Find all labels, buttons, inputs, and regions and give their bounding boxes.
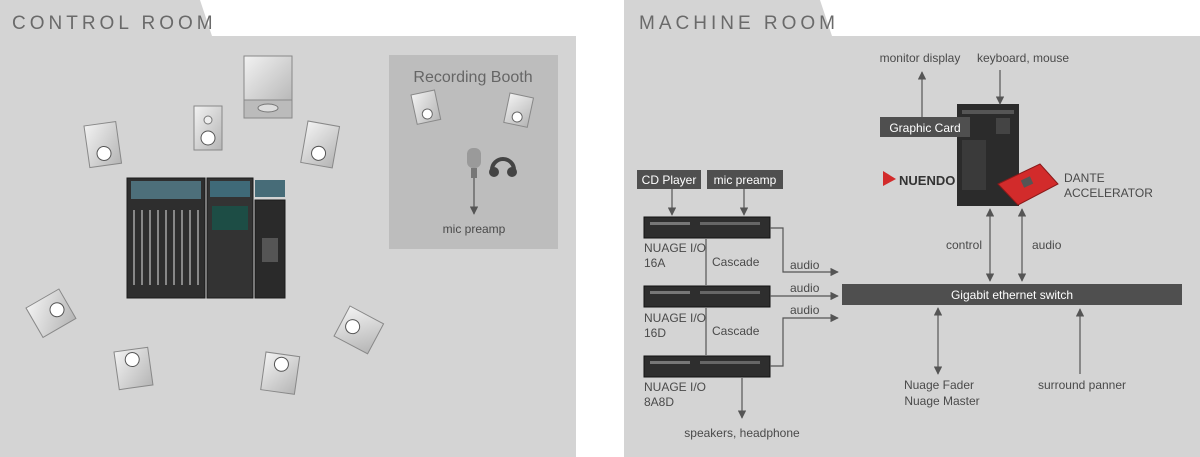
io-unit-16d [643,285,771,308]
booth-speaker-icon [503,92,535,128]
svg-text:NUENDO: NUENDO [899,173,955,188]
speakers-headphone-label: speakers, headphone [684,426,800,440]
monitor-display-label: monitor display [880,51,961,65]
headphone-icon [489,157,517,177]
speaker-icon [113,346,154,391]
speaker-icon [193,105,223,151]
graphic-card-box: Graphic Card [880,117,970,137]
nuendo-logo: NUENDO [883,171,955,188]
io-unit-label: NUAGE I/O [644,311,706,325]
io-unit-16a [643,216,771,239]
cascade-label: Cascade [712,255,760,269]
speaker-icon [333,305,385,355]
cascade-label: Cascade [712,324,760,338]
speaker-icon [25,288,77,339]
booth-output-label: mic preamp [443,222,506,236]
mic-preamp-box: mic preamp [707,170,783,189]
svg-text:Gigabit ethernet switch: Gigabit ethernet switch [951,288,1073,302]
mixing-console [126,177,286,299]
nuage-fader-label: Nuage Fader [904,378,974,392]
io-unit-label: 8A8D [644,395,674,409]
io-unit-8a8d [643,355,771,378]
speaker-icon [300,120,341,169]
machine-room-panel: MACHINE ROOM [624,0,1200,457]
control-room-title: CONTROL ROOM [12,13,217,34]
microphone-icon [467,148,481,178]
io-unit-label: NUAGE I/O [644,241,706,255]
io-unit-label: NUAGE I/O [644,380,706,394]
audio-link-label: audio [790,258,820,272]
io-unit-label: 16A [644,256,665,270]
gigabit-switch-box: Gigabit ethernet switch [842,284,1182,305]
svg-text:mic preamp: mic preamp [714,173,777,187]
audio-link-label: audio [790,281,820,295]
io-unit-label: 16D [644,326,666,340]
control-link-label: control [946,238,982,252]
audio-link-label: audio [1032,238,1062,252]
surround-panner-label: surround panner [1038,378,1126,392]
recording-booth: Recording Booth mic preamp [389,55,558,249]
machine-room-title: MACHINE ROOM [639,13,839,34]
svg-text:CD Player: CD Player [642,173,697,187]
subwoofer-icon [243,55,293,119]
booth-speaker-icon [410,89,442,125]
speaker-icon [260,351,301,395]
recording-booth-title: Recording Booth [413,69,532,86]
keyboard-mouse-label: keyboard, mouse [977,51,1069,65]
dante-accelerator-label-line2: ACCELERATOR [1064,186,1153,200]
audio-link-label: audio [790,303,820,317]
cd-player-box: CD Player [637,170,701,189]
dante-accelerator-card [997,163,1059,206]
svg-text:Graphic Card: Graphic Card [889,121,960,135]
speaker-icon [83,120,123,169]
nuage-master-label: Nuage Master [904,394,979,408]
dante-accelerator-label-line1: DANTE [1064,171,1105,185]
